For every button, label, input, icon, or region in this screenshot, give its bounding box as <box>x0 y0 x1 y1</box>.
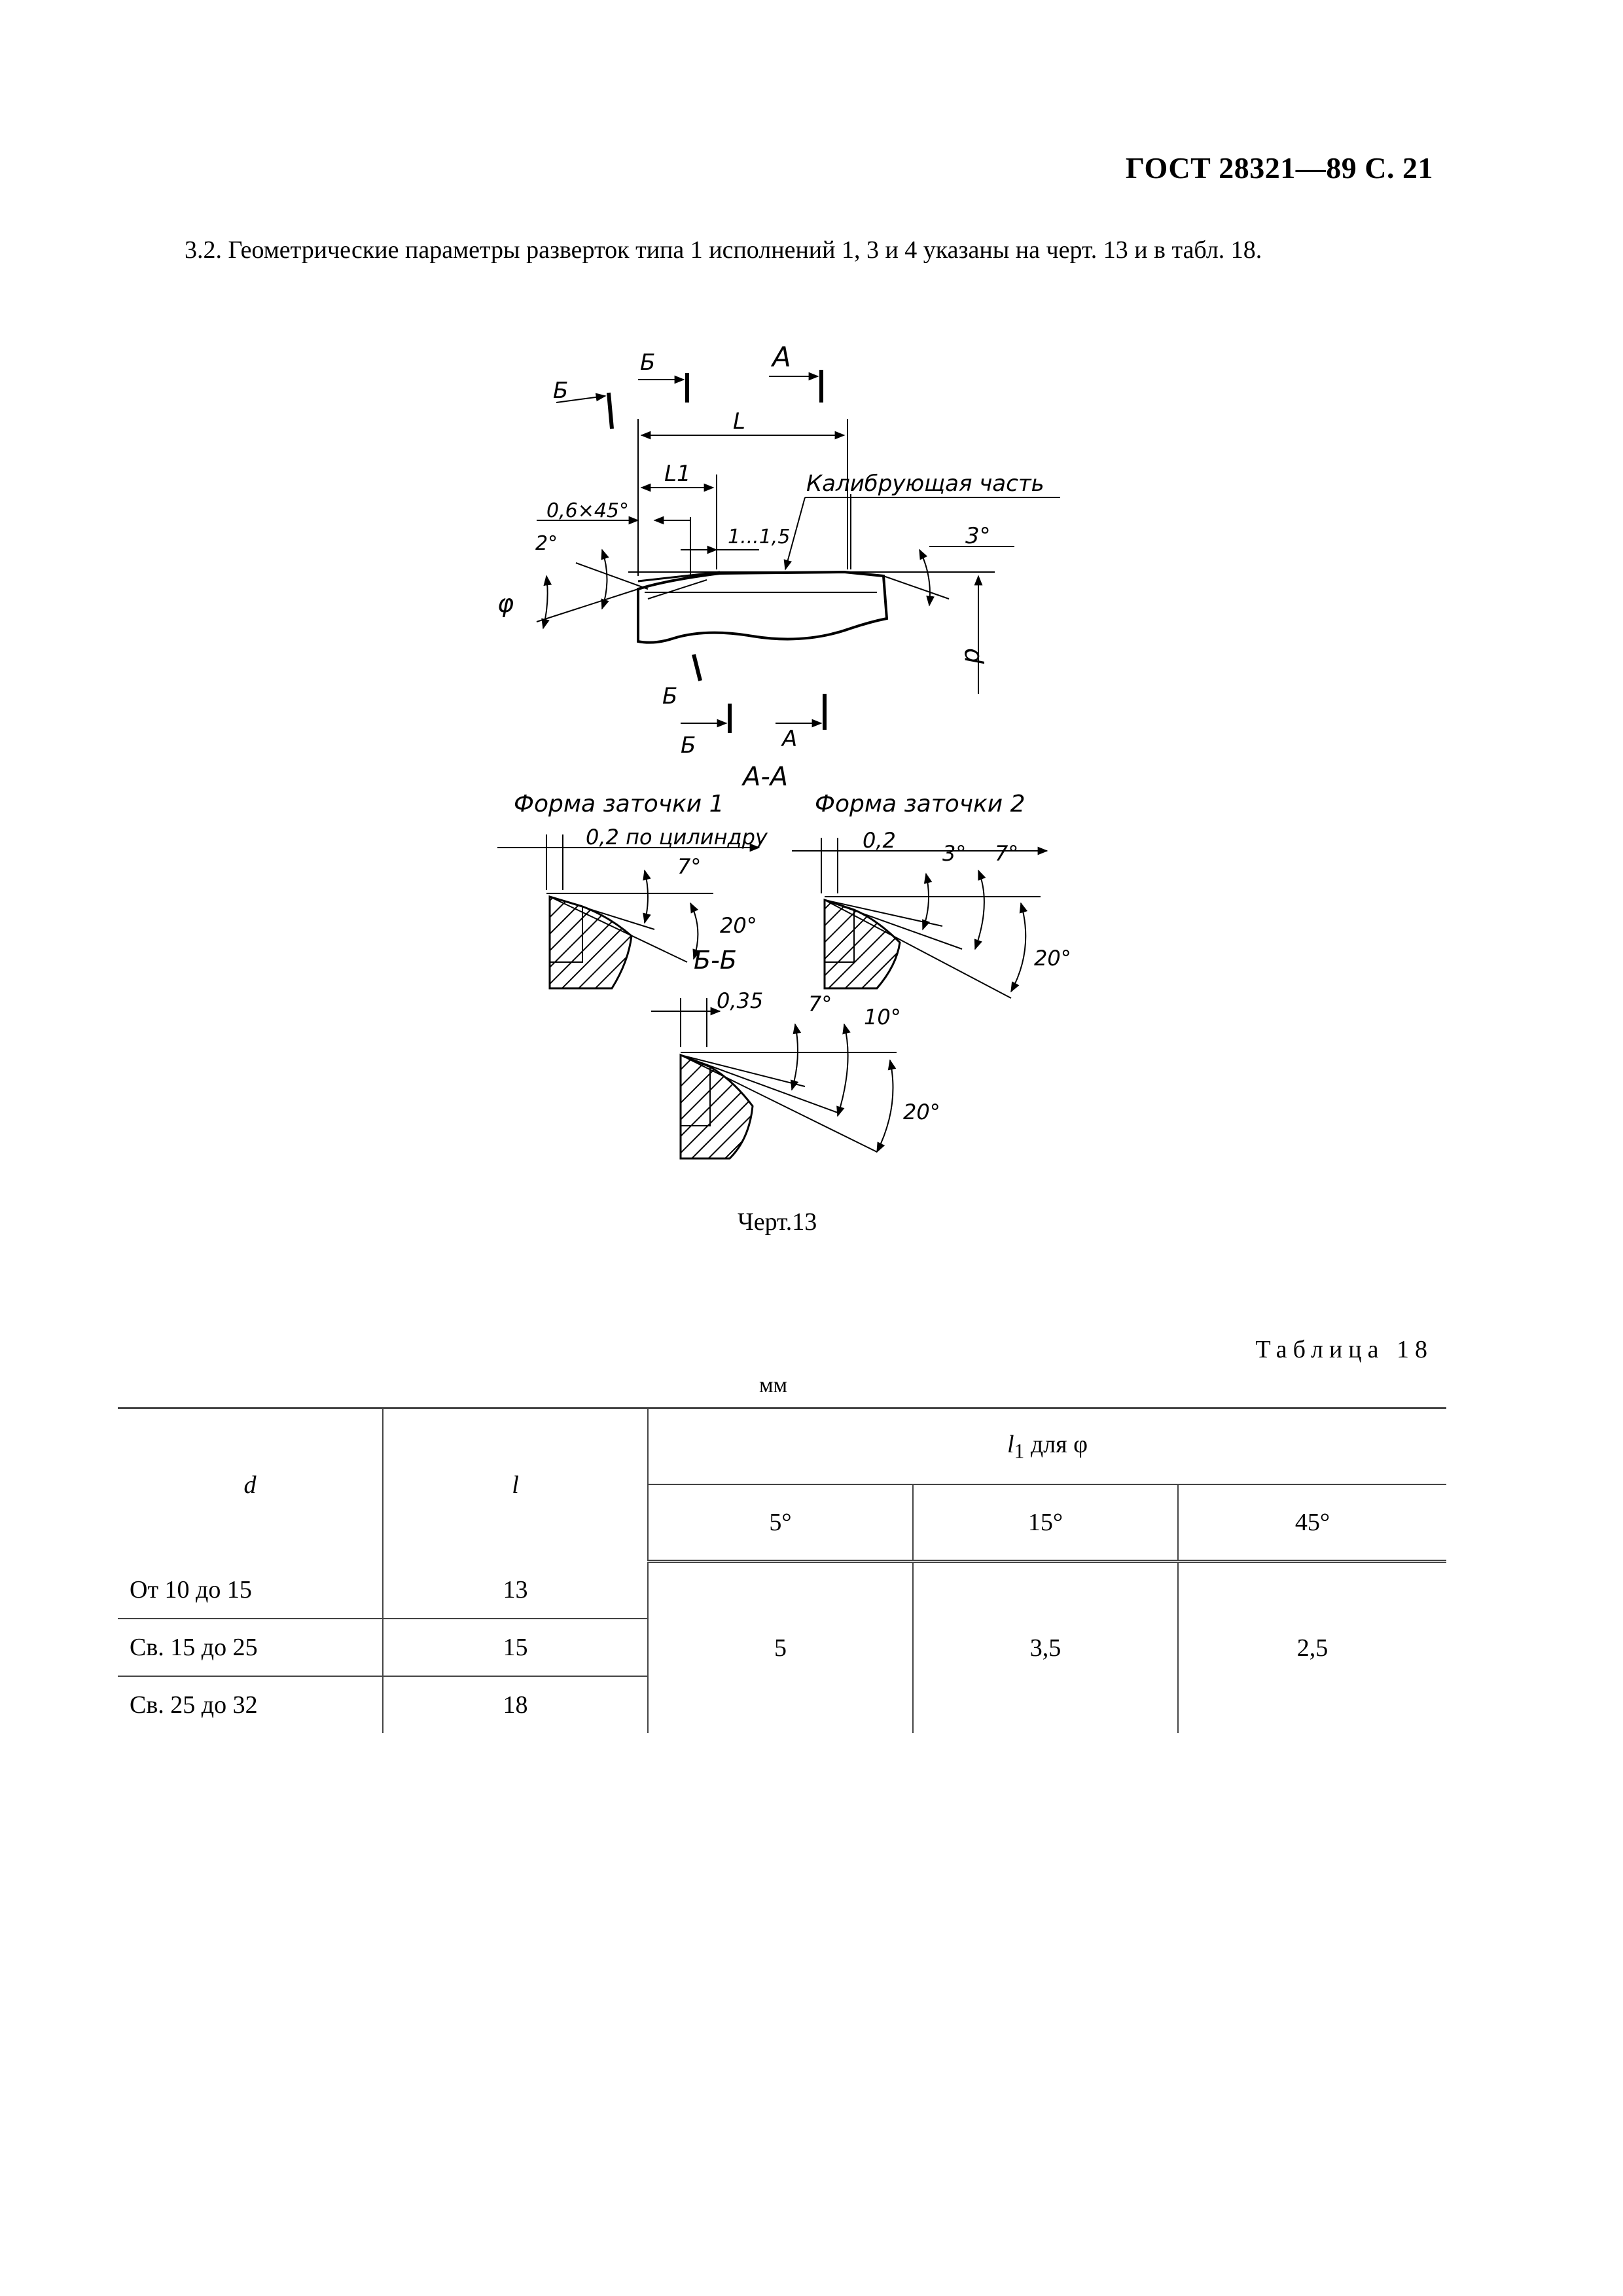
label-bb-7: 7° <box>808 992 832 1016</box>
main-view <box>536 370 1060 733</box>
cell-d: Св. 25 до 32 <box>118 1675 383 1733</box>
cell-l: 15 <box>382 1617 648 1676</box>
label-form1-7: 7° <box>677 854 701 879</box>
table-unit: мм <box>759 1373 788 1397</box>
label-b-1: Б <box>553 378 568 404</box>
label-chamfer: 0,6×45° <box>546 499 629 522</box>
paragraph-3-2: 3.2. Геометрические параметры разверток … <box>185 236 1262 264</box>
label-bb-10: 10° <box>864 1005 901 1030</box>
cell-d: Св. 15 до 25 <box>118 1617 383 1676</box>
label-phi: φ <box>497 589 514 618</box>
label-angle-2: 2° <box>535 532 558 555</box>
label-a-2: А <box>781 726 797 752</box>
label-form1-dim: 0,2 по цилиндру <box>586 825 768 850</box>
label-dim-L1: L1 <box>664 461 691 487</box>
label-dim-L: L <box>733 408 745 435</box>
label-b-4: Б <box>681 732 696 759</box>
label-bb-dim: 0,35 <box>717 988 763 1013</box>
cell-l1-45: 2,5 <box>1177 1561 1446 1733</box>
technical-drawing: Б Б А L L1 0,6×45° 2° 1...1,5 Калибрующа… <box>497 341 1071 1160</box>
standard-header: ГОСТ 28321—89 С. 21 <box>1125 151 1433 185</box>
table-row: Св. 15 до 25 15 <box>118 1617 1446 1676</box>
header-phi-45: 45° <box>1177 1484 1446 1563</box>
label-view-bb: Б-Б <box>694 946 737 975</box>
label-d: d <box>959 648 988 664</box>
label-form2-3: 3° <box>942 841 966 866</box>
header-d: d <box>118 1407 383 1562</box>
label-form1: Форма заточки 1 <box>514 791 724 817</box>
label-calibrating: Калибрующая часть <box>806 471 1044 497</box>
bb-section <box>651 998 897 1160</box>
header-l: l <box>382 1407 649 1562</box>
main-view-labels: Б Б А L L1 0,6×45° 2° 1...1,5 Калибрующа… <box>497 341 1044 792</box>
label-b-3: Б <box>662 683 677 709</box>
table-18: d l l1 для φ 5° 15° 45° От 10 до 15 13 5… <box>118 1407 1446 1733</box>
bb-labels: 0,35 7° 10° 20° <box>717 988 940 1124</box>
form1-section <box>497 834 760 990</box>
label-form1-20: 20° <box>720 913 757 938</box>
form2-section <box>792 838 1048 999</box>
cell-l1-15: 3,5 <box>912 1561 1179 1733</box>
label-form2-dim: 0,2 <box>863 828 896 853</box>
cell-l: 13 <box>382 1561 649 1619</box>
table-row: От 10 до 15 13 5 3,5 2,5 <box>118 1561 1446 1733</box>
label-bb-20: 20° <box>903 1100 940 1124</box>
header-phi-15: 15° <box>912 1484 1179 1563</box>
form1-labels: Форма заточки 1 0,2 по цилиндру 7° 20° Б… <box>514 791 768 975</box>
label-form2: Форма заточки 2 <box>815 791 1026 817</box>
label-form2-20: 20° <box>1034 946 1071 971</box>
header-phi-5: 5° <box>648 1484 914 1563</box>
label-a-1: А <box>770 341 791 373</box>
label-view-aa: А-А <box>741 762 788 792</box>
cell-l: 18 <box>382 1675 648 1733</box>
table-title: Таблица 18 <box>1255 1336 1433 1363</box>
label-b-2: Б <box>640 350 655 376</box>
label-angle-3: 3° <box>965 523 991 549</box>
cell-l1-5: 5 <box>647 1561 914 1733</box>
label-form2-7: 7° <box>995 841 1018 866</box>
cell-d: От 10 до 15 <box>118 1561 383 1619</box>
header-l1: l1 для φ <box>647 1407 1446 1484</box>
table-row: Св. 25 до 32 18 <box>118 1675 1446 1733</box>
drawing-caption: Черт.13 <box>738 1208 817 1236</box>
form2-labels: Форма заточки 2 0,2 3° 7° 20° <box>815 791 1071 971</box>
label-1-1-5: 1...1,5 <box>728 526 790 548</box>
